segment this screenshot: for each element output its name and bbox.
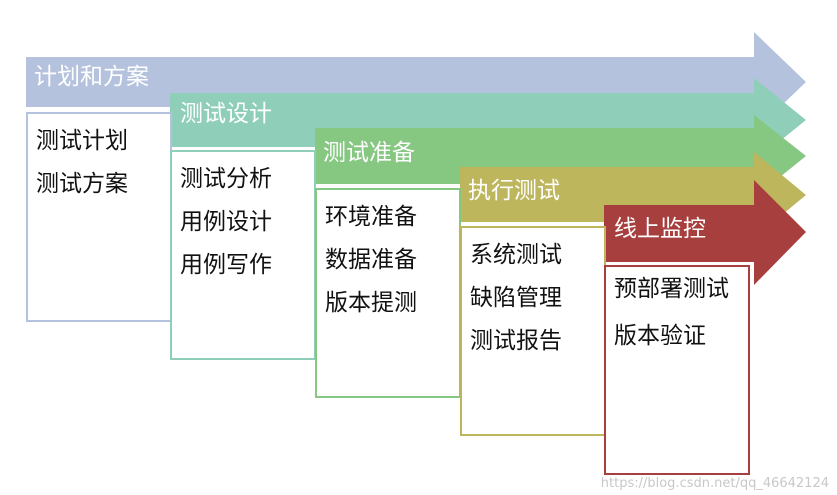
arrow-online (604, 180, 806, 285)
item-test-report: 测试报告 (470, 328, 562, 354)
item-defect-mgmt: 缺陷管理 (470, 285, 562, 311)
phase-title-design: 测试设计 (180, 101, 272, 127)
item-case-design: 用例设计 (180, 209, 272, 235)
watermark: https://blog.csdn.net/qq_46642124 (600, 476, 829, 491)
box-online: 预部署测试 版本验证 (604, 265, 750, 475)
phase-title-plan: 计划和方案 (34, 64, 149, 90)
item-system-test: 系统测试 (470, 242, 562, 268)
item-predeploy-test: 预部署测试 (614, 276, 729, 302)
box-design: 测试分析 用例设计 用例写作 (170, 150, 316, 360)
box-execute: 系统测试 缺陷管理 测试报告 (460, 226, 606, 436)
item-case-writing: 用例写作 (180, 252, 272, 278)
item-test-plan: 测试计划 (36, 128, 128, 154)
phase-title-execute: 执行测试 (468, 178, 560, 204)
item-version-submit: 版本提测 (325, 290, 417, 316)
phase-title-prepare: 测试准备 (323, 140, 415, 166)
item-data-prep: 数据准备 (325, 247, 417, 273)
box-plan: 测试计划 测试方案 (26, 112, 172, 322)
item-version-verify: 版本验证 (614, 323, 706, 349)
item-env-prep: 环境准备 (325, 204, 417, 230)
item-test-analysis: 测试分析 (180, 166, 272, 192)
phase-title-online: 线上监控 (614, 216, 706, 242)
item-test-scheme: 测试方案 (36, 171, 128, 197)
box-prepare: 环境准备 数据准备 版本提测 (315, 188, 461, 398)
